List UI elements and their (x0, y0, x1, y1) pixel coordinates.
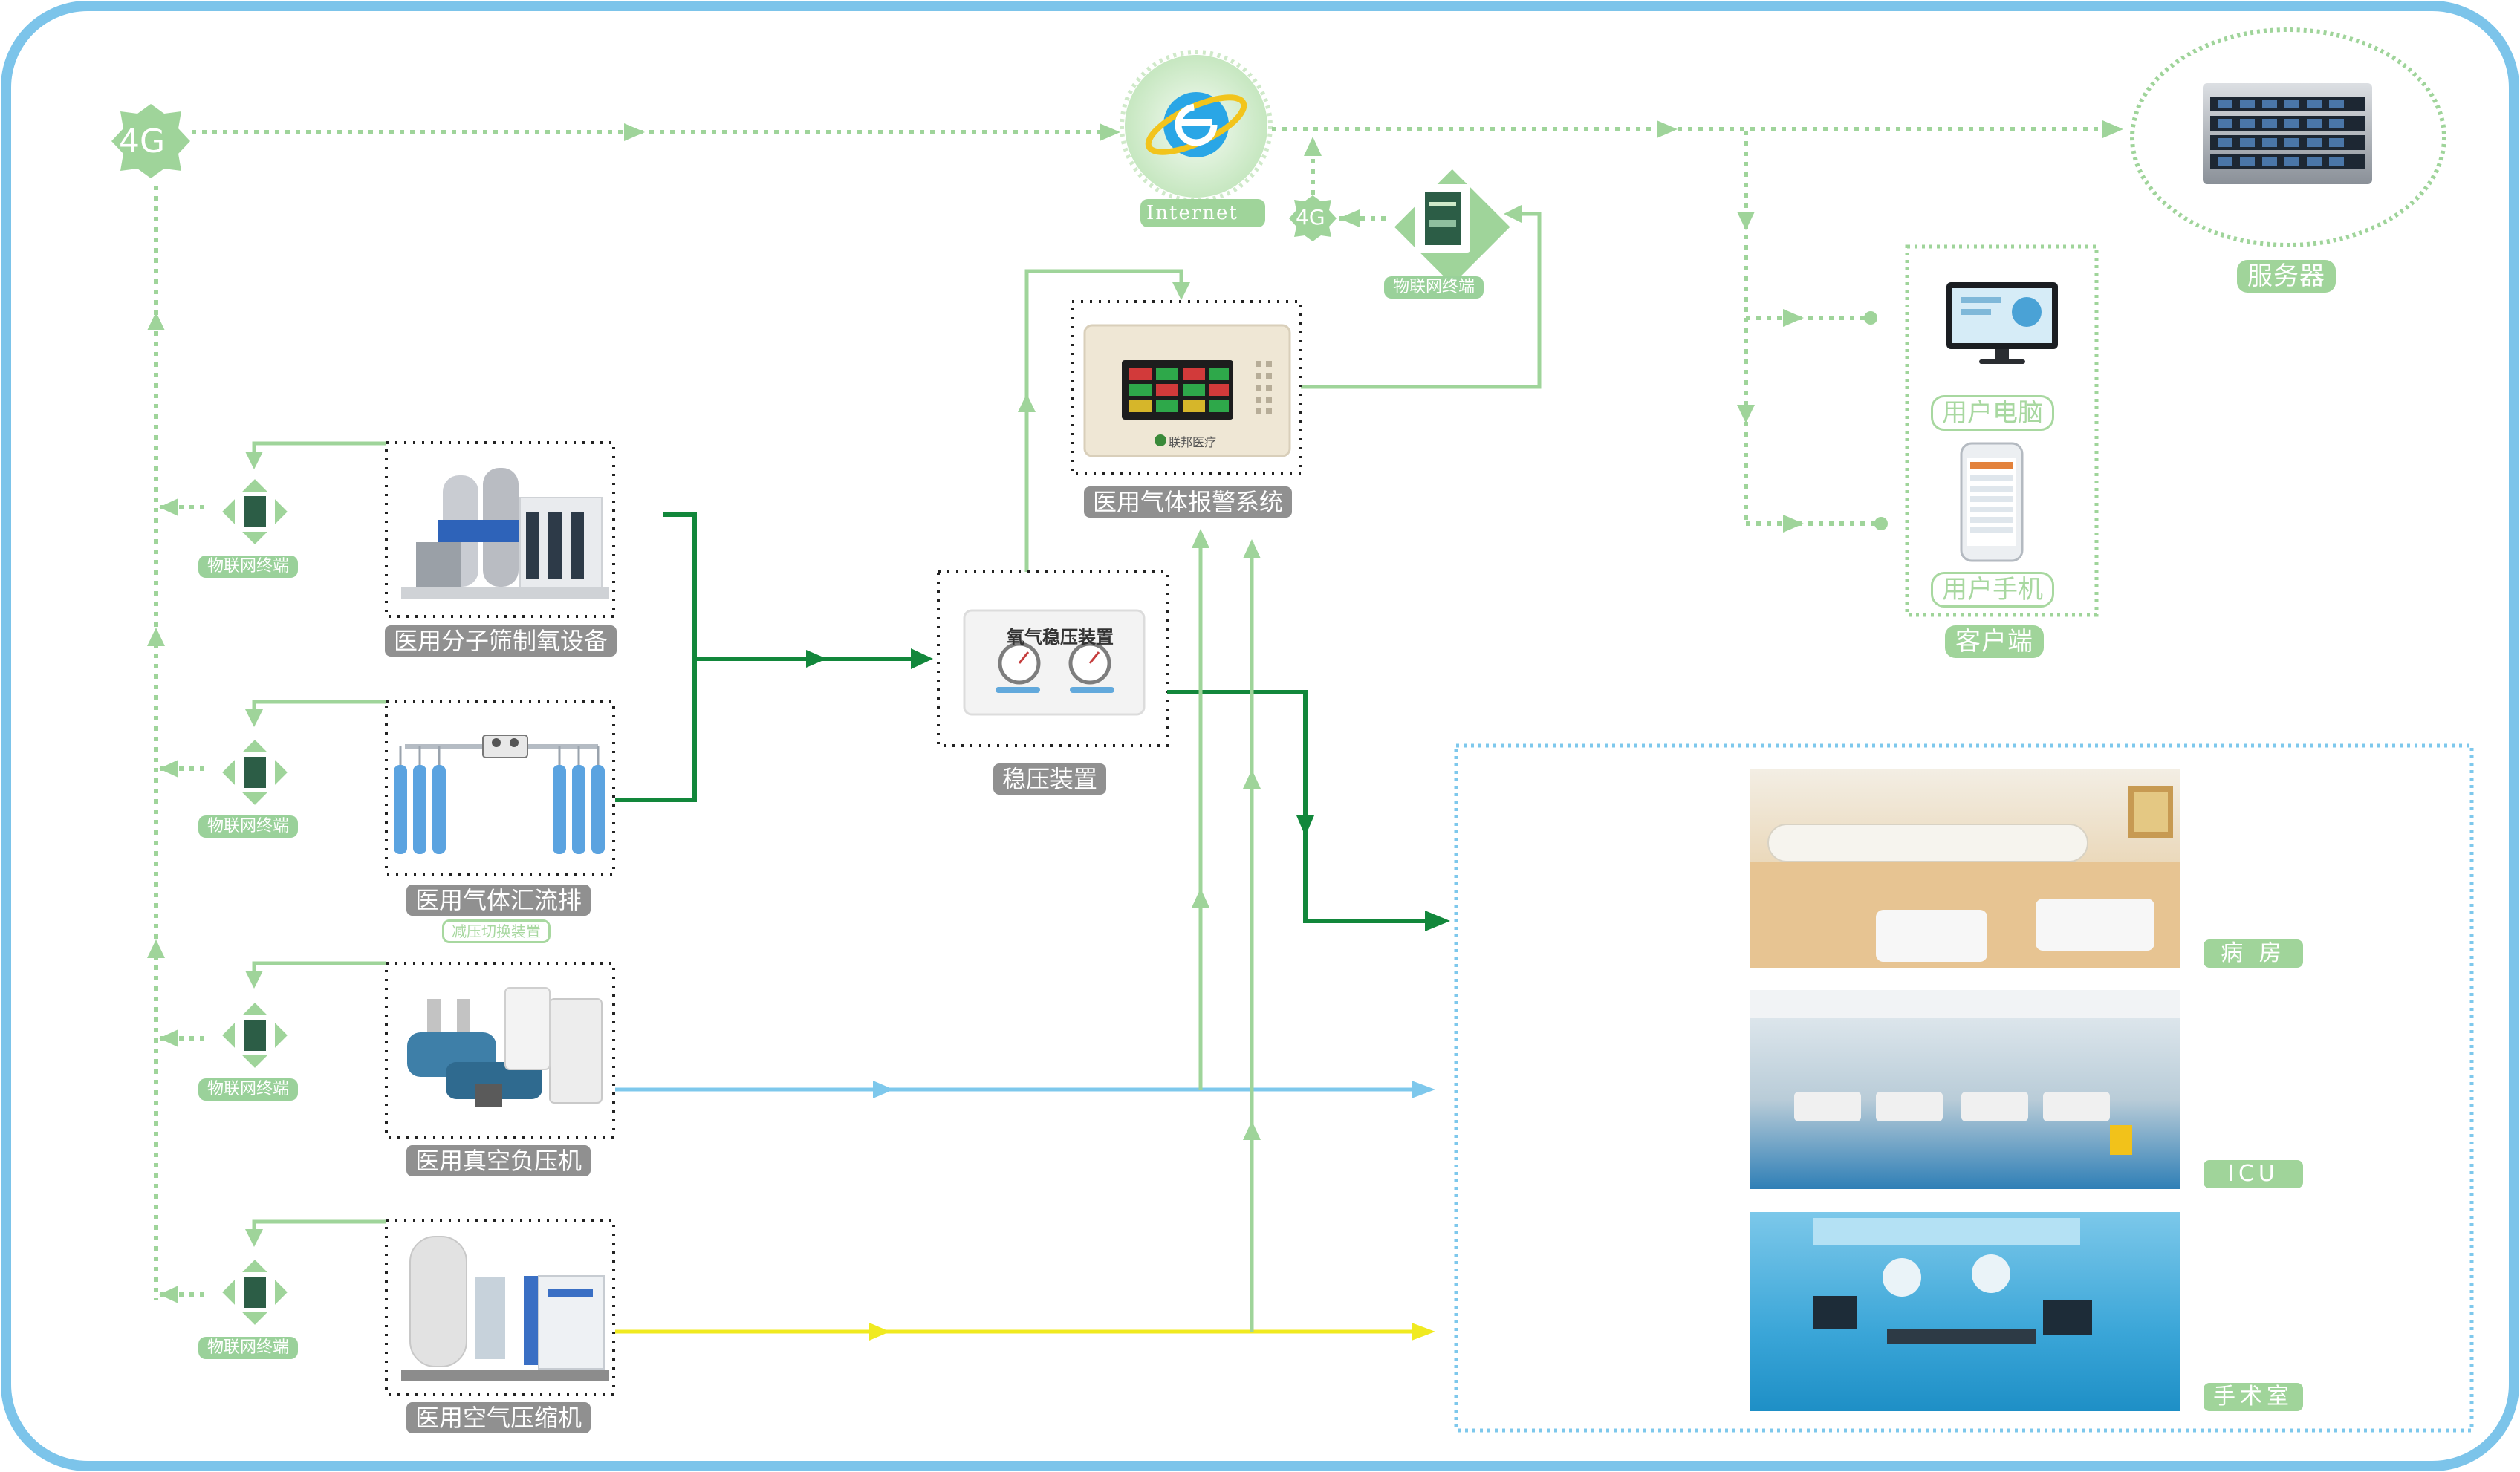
server-label: 服务器 (2237, 260, 2336, 293)
vacuum-pump-icon (407, 987, 603, 1107)
source-label-3: 医用真空负压机 (406, 1145, 591, 1176)
source-sublabel-2: 减压切换装置 (442, 919, 551, 943)
room-label-icu: ICU (2204, 1160, 2303, 1188)
source-label-4: 医用空气压缩机 (406, 1402, 591, 1433)
user-pc-icon (1946, 282, 2058, 364)
air-compressor-icon (401, 1236, 609, 1381)
internet-globe-icon (1120, 50, 1273, 203)
regulator-panel-icon (963, 609, 1146, 716)
user-phone-label: 用户手机 (1931, 572, 2054, 608)
rooms-area (1454, 743, 2474, 1433)
source-label-2: 医用气体汇流排 (406, 885, 591, 916)
iot-label-4: 物联网终端 (198, 1337, 299, 1359)
regulator-label: 稳压装置 (993, 763, 1107, 795)
regulator-panel-title: 氧气稳压装置 (1007, 627, 1114, 648)
iot-link-lines (159, 441, 386, 1303)
room-label-ward: 病 房 (2204, 939, 2303, 968)
user-phone-icon (1960, 442, 2024, 562)
oxygen-flow-lines (615, 512, 1450, 931)
left-4g-label: 4G (119, 123, 166, 160)
server-icon (2130, 27, 2446, 247)
iot-top-label: 物联网终端 (1384, 276, 1484, 299)
internet-label: Internet (1146, 202, 1238, 224)
room-label-or: 手术室 (2204, 1383, 2303, 1411)
left-4g-badge (111, 104, 190, 178)
alarm-label: 医用气体报警系统 (1084, 486, 1293, 518)
mid-4g-label: 4G (1296, 205, 1325, 229)
ward-room-image (1750, 769, 2180, 968)
source-label-1: 医用分子筛制氧设备 (385, 625, 617, 657)
alarm-brand: 联邦医疗 (1169, 435, 1217, 449)
iot-terminal-icon-3 (222, 1003, 288, 1068)
operating-room-image (1750, 1212, 2180, 1411)
mid-4g-badge (1289, 195, 1337, 241)
gas-manifold-icon (394, 735, 605, 854)
client-group-box (1905, 244, 2099, 617)
iot-terminal-icon-4 (222, 1260, 288, 1325)
oxygen-generator-icon (401, 468, 609, 599)
icu-room-image (1750, 990, 2180, 1189)
client-group-label: 客户端 (1945, 625, 2044, 658)
iot-terminal-top-icon (1394, 169, 1510, 285)
iot-label-3: 物联网终端 (198, 1078, 299, 1101)
iot-label-1: 物联网终端 (198, 556, 299, 578)
iot-terminal-icon-1 (222, 479, 288, 544)
iot-label-2: 物联网终端 (198, 815, 299, 838)
alarm-panel-icon (1083, 324, 1291, 457)
iot-terminal-icon-2 (222, 740, 288, 805)
user-pc-label: 用户电脑 (1931, 395, 2054, 431)
